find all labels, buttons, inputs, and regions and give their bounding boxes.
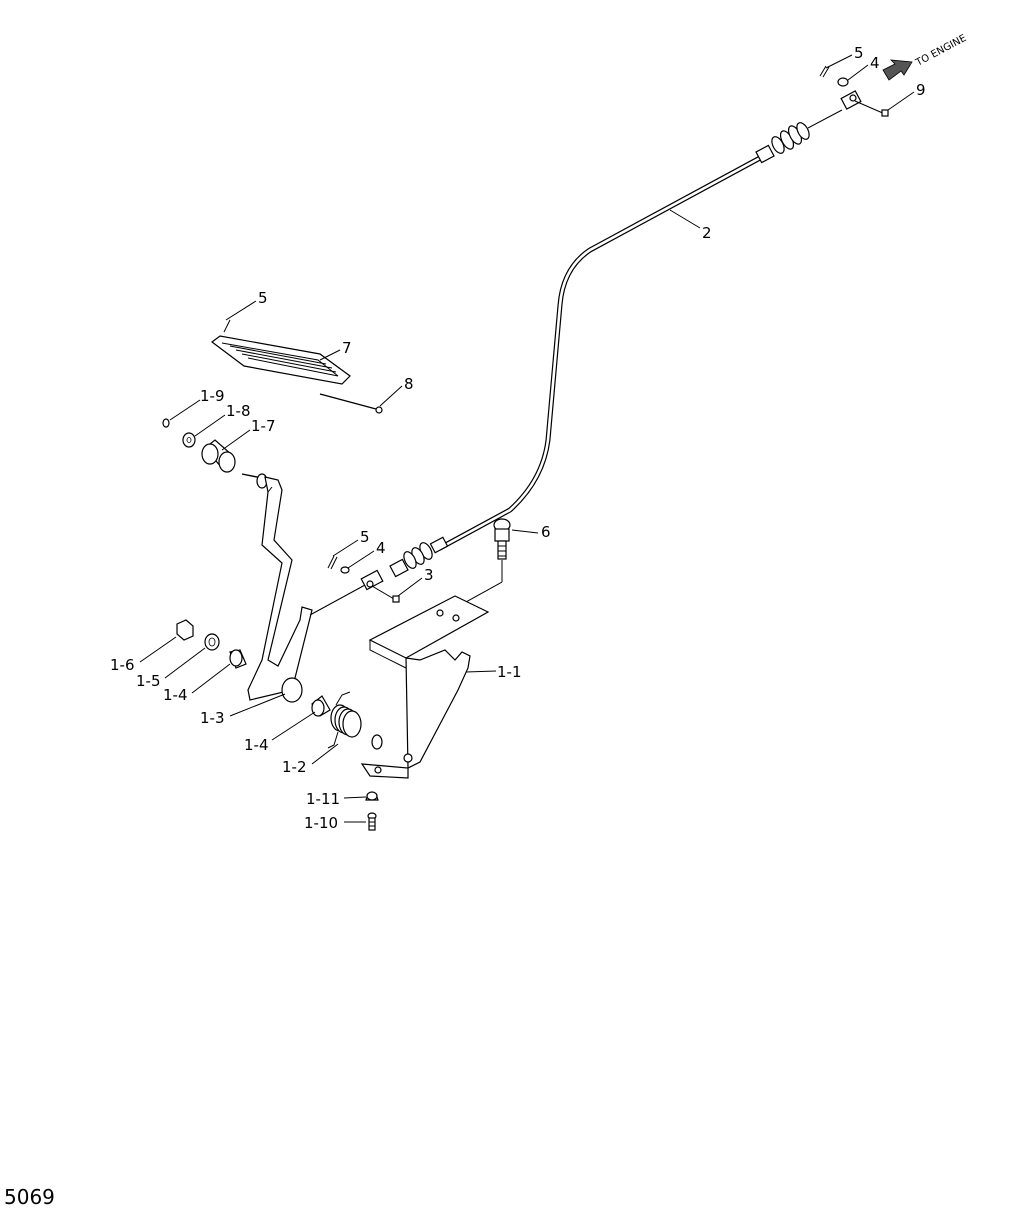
pedal-end-clevis xyxy=(309,555,400,616)
pivot-parts-lower xyxy=(176,619,331,717)
callout-8: 8 xyxy=(404,375,414,393)
callout-5-top: 5 xyxy=(854,44,864,62)
throttle-cable xyxy=(389,109,843,578)
callout-1-4-upper: 1-4 xyxy=(163,686,188,704)
callout-1-7: 1-7 xyxy=(251,417,276,435)
callout-1-9: 1-9 xyxy=(200,387,225,405)
callout-1-11: 1-11 xyxy=(306,790,340,808)
callout-1-4-lower: 1-4 xyxy=(244,736,269,754)
callout-7: 7 xyxy=(342,339,352,357)
callout-5-pedal: 5 xyxy=(258,289,268,307)
callout-1-8: 1-8 xyxy=(226,402,251,420)
callout-1-3: 1-3 xyxy=(200,709,225,727)
callout-2: 2 xyxy=(702,224,712,242)
mounting-bracket xyxy=(360,595,490,779)
to-engine-note: TO ENGINE xyxy=(913,33,968,69)
callout-9: 9 xyxy=(916,81,926,99)
bracket-fasteners xyxy=(365,791,379,831)
leader-lines xyxy=(139,54,915,823)
callout-1-6: 1-6 xyxy=(110,656,135,674)
engine-end-clevis xyxy=(819,65,889,117)
cable-lower-fitting xyxy=(389,536,449,578)
pedal-lever xyxy=(241,473,313,701)
callout-1-2: 1-2 xyxy=(282,758,307,776)
callout-1-1: 1-1 xyxy=(497,663,522,681)
pivot-parts-upper xyxy=(162,418,236,473)
return-spring xyxy=(327,691,383,750)
cable-upper-fitting xyxy=(755,109,843,164)
callout-4-mid: 4 xyxy=(376,539,386,557)
cable-stop-bolt xyxy=(454,518,511,609)
callout-4-top: 4 xyxy=(870,54,880,72)
figure-number: 5069 xyxy=(4,1185,55,1209)
callout-3: 3 xyxy=(424,566,434,584)
pedal-pad xyxy=(211,319,383,414)
callout-1-5: 1-5 xyxy=(136,672,161,690)
callout-6: 6 xyxy=(541,523,551,541)
to-engine-arrow-icon xyxy=(882,59,913,81)
callout-1-10: 1-10 xyxy=(304,814,338,832)
callout-5-mid: 5 xyxy=(360,528,370,546)
